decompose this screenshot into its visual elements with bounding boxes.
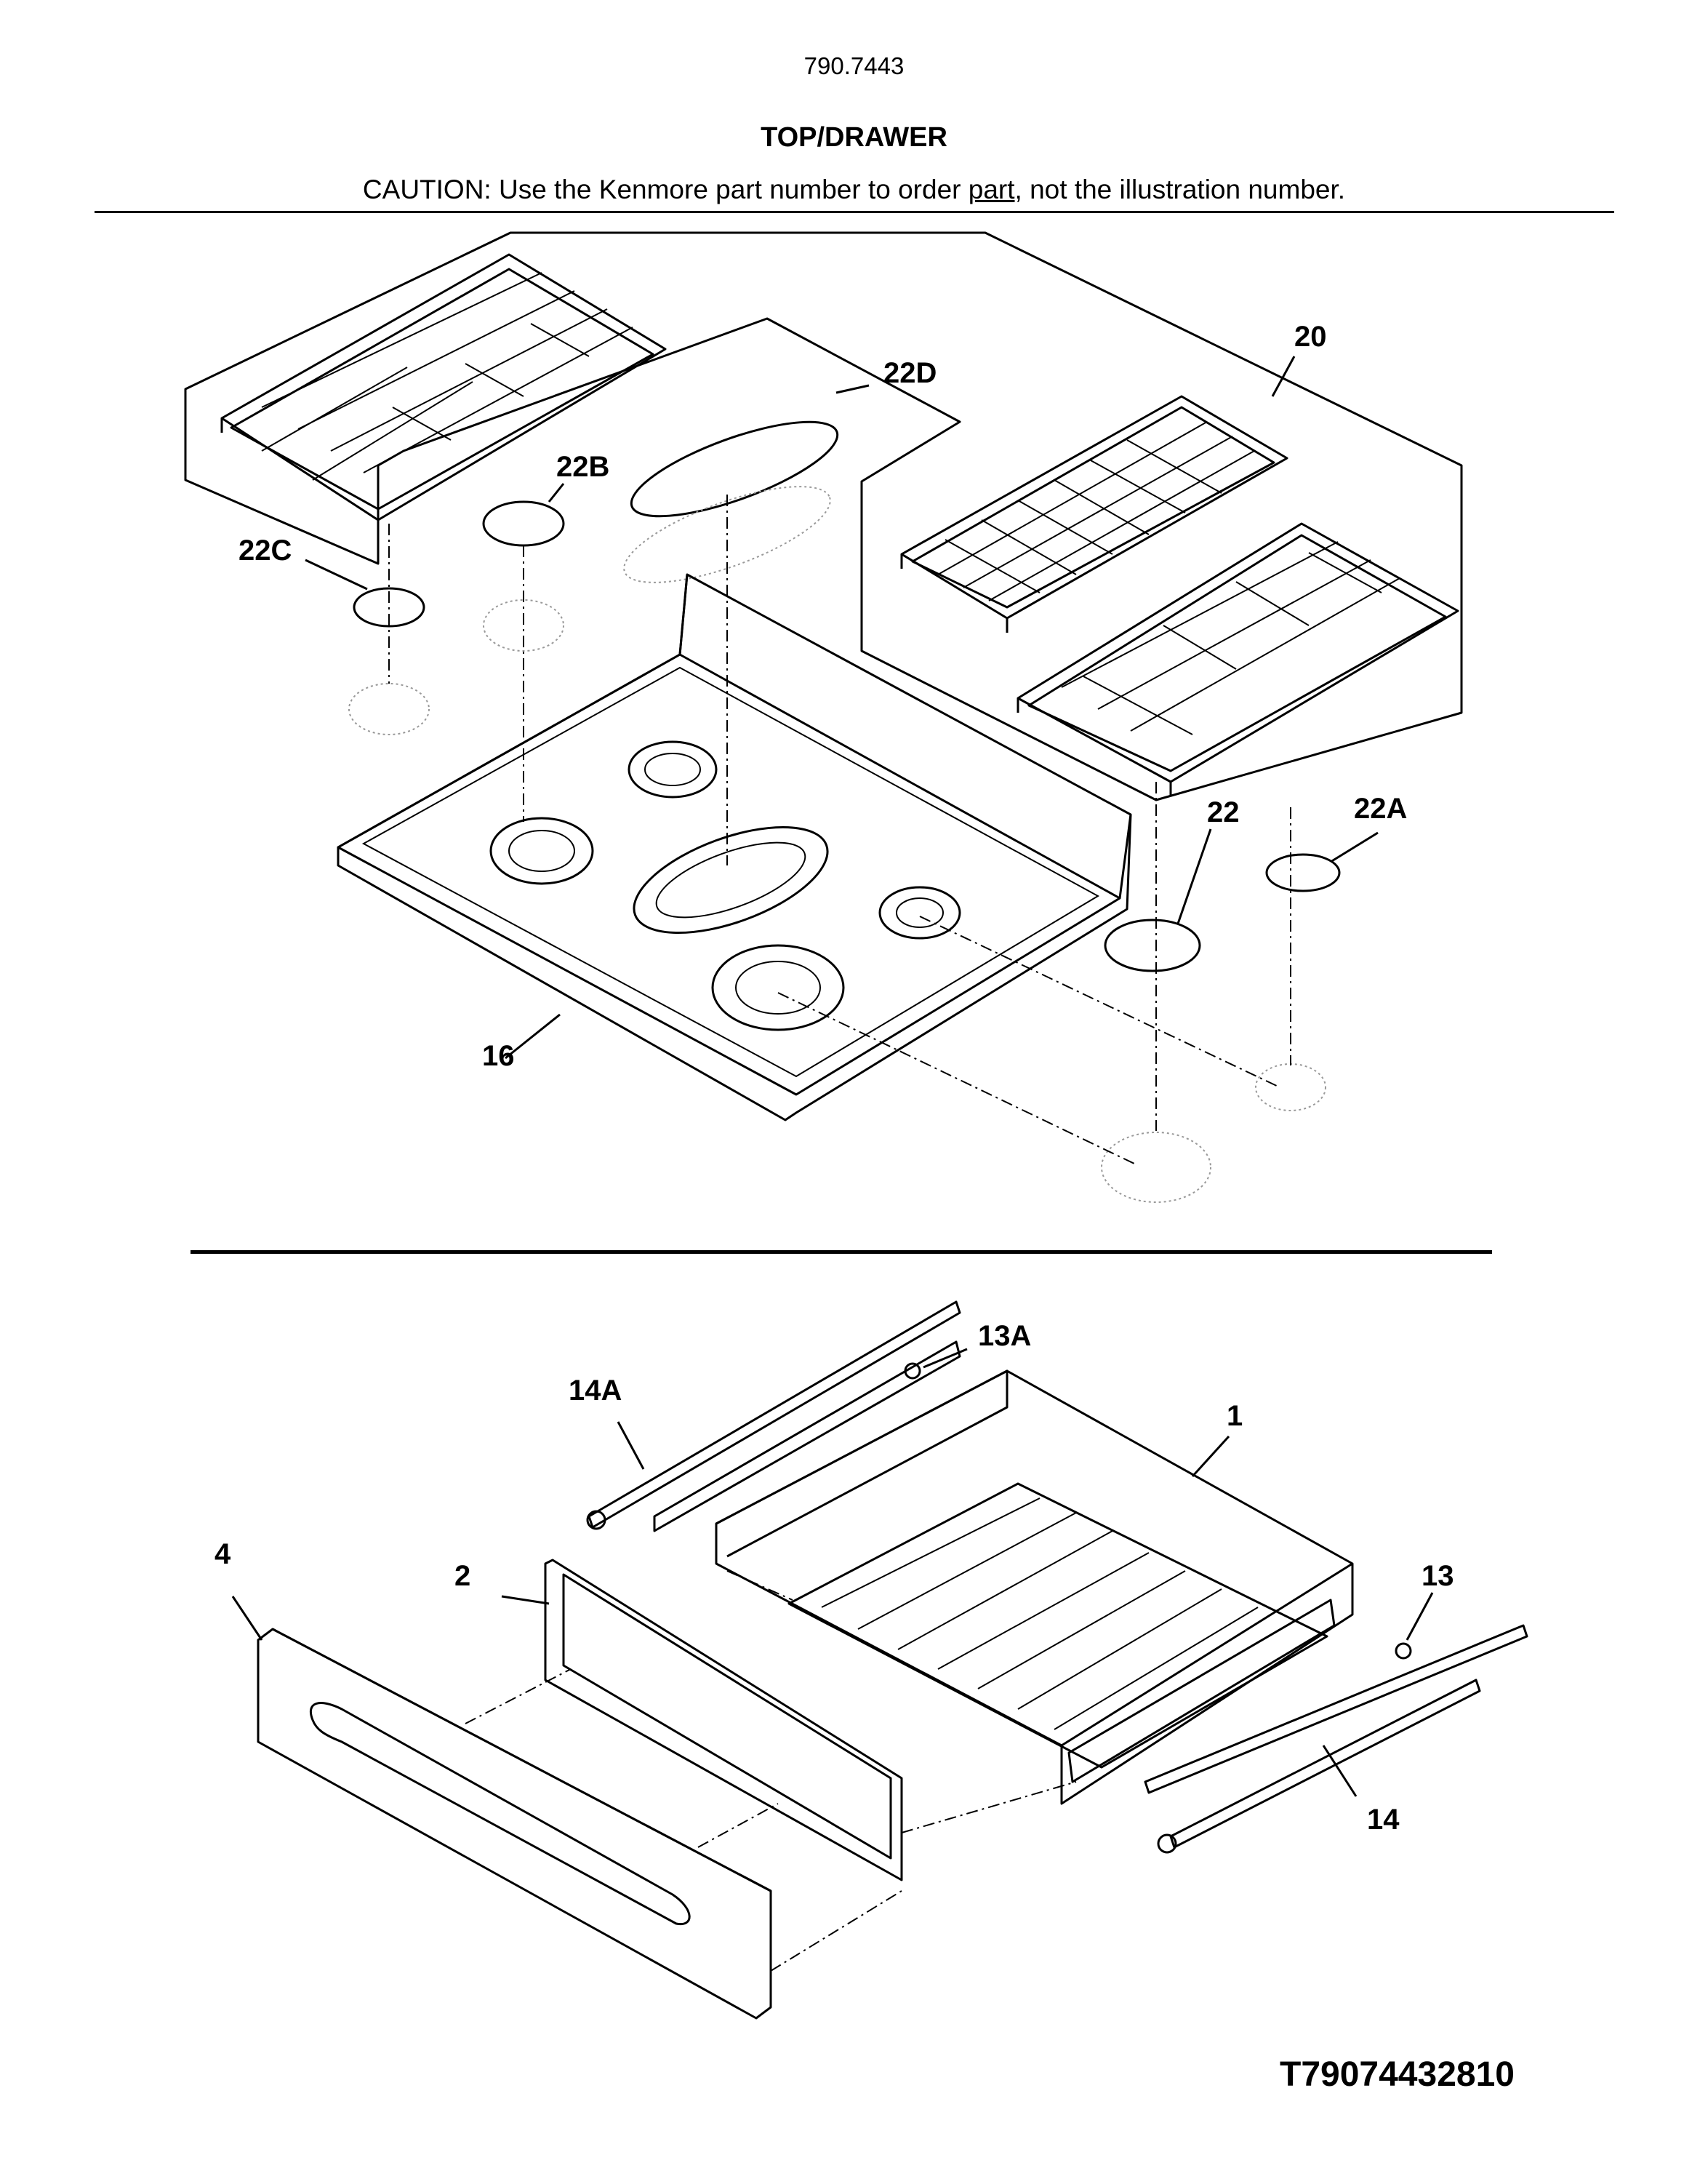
drawer-alignment-lines [465,1570,1077,1972]
section-divider [191,1250,1492,1254]
drawer-body [715,1369,1354,1805]
oval-burner-cap [630,420,839,518]
caution-text: CAUTION: Use the Kenmore part number to … [362,175,969,204]
callout-22: 22 [1207,796,1240,828]
burner-cap-22a [1265,853,1341,892]
callout-14a: 14A [569,1375,622,1407]
callout-1: 1 [1227,1400,1243,1432]
callout-22d: 22D [883,357,937,389]
callout-22a: 22A [1354,793,1407,825]
callout-2: 2 [454,1560,470,1592]
callout-leaders [231,356,1434,1797]
header-divider [95,211,1614,213]
drawer-front-panel [257,1628,772,2020]
callout-13a: 13A [978,1320,1031,1352]
right-grate-front [1017,522,1459,796]
drawer-inner-panel [544,1559,903,1881]
callout-16: 16 [482,1040,515,1072]
callout-22b: 22B [556,451,609,483]
caution-note: CAUTION: Use the Kenmore part number to … [0,175,1708,205]
caution-text-end: , not the illustration number. [1014,175,1346,204]
burner-head-ghosts [348,599,1326,1203]
cooktop [337,573,1132,1121]
drawer-slide-right [1144,1624,1528,1854]
callout-4: 4 [214,1538,231,1570]
left-grate [220,253,667,531]
caution-part-link: part [968,175,1015,204]
top-alignment-lines [388,495,1291,1164]
callout-13: 13 [1422,1560,1454,1592]
section-title: TOP/DRAWER [761,122,947,153]
model-number: 790.7443 [803,52,905,79]
burner-cap-22b [482,500,565,547]
oval-burner-ghost [623,486,831,583]
drawer-slide-left [586,1300,961,1532]
callout-14: 14 [1367,1804,1400,1836]
diagram-code: T79074432810 [1280,2055,1515,2094]
right-grate-rear [900,395,1288,633]
burner-cap-22 [1104,919,1201,972]
callout-22c: 22C [238,535,292,567]
callout-20: 20 [1294,321,1327,353]
